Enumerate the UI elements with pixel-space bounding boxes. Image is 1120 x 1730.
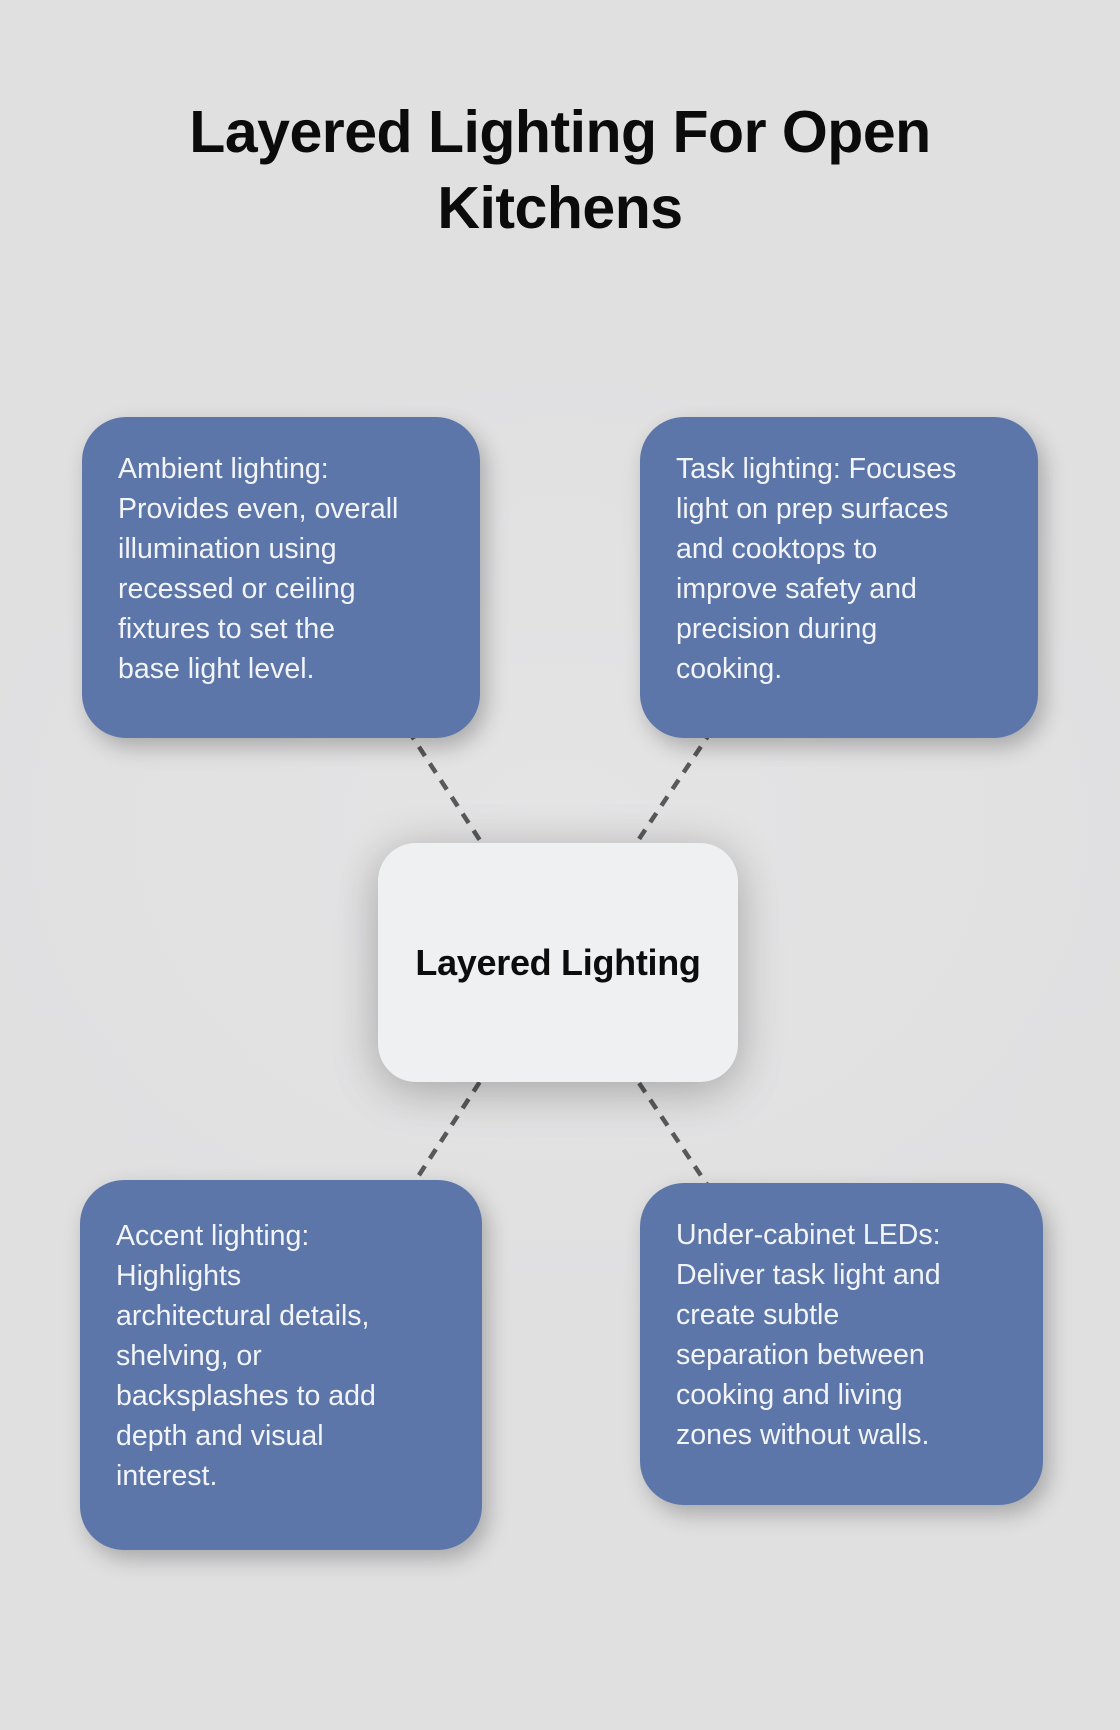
node-task-lighting: Task lighting: Focuses light on prep sur…: [640, 417, 1038, 738]
node-task-lighting-text: Task lighting: Focuses light on prep sur…: [676, 453, 957, 685]
center-node: Layered Lighting: [378, 843, 738, 1082]
node-accent-lighting-text: Accent lighting: Highlights architectura…: [116, 1220, 376, 1492]
node-ambient-lighting-text: Ambient lighting: Provides even, overall…: [118, 453, 399, 685]
diagram-title: Layered Lighting For Open Kitchens: [189, 99, 931, 241]
center-node-label: Layered Lighting: [415, 941, 701, 983]
node-accent-lighting: Accent lighting: Highlights architectura…: [80, 1180, 482, 1550]
node-ambient-lighting: Ambient lighting: Provides even, overall…: [82, 417, 480, 738]
node-under-cabinet-leds-text: Under-cabinet LEDs: Deliver task light a…: [676, 1219, 941, 1451]
node-under-cabinet-leds: Under-cabinet LEDs: Deliver task light a…: [640, 1183, 1043, 1505]
